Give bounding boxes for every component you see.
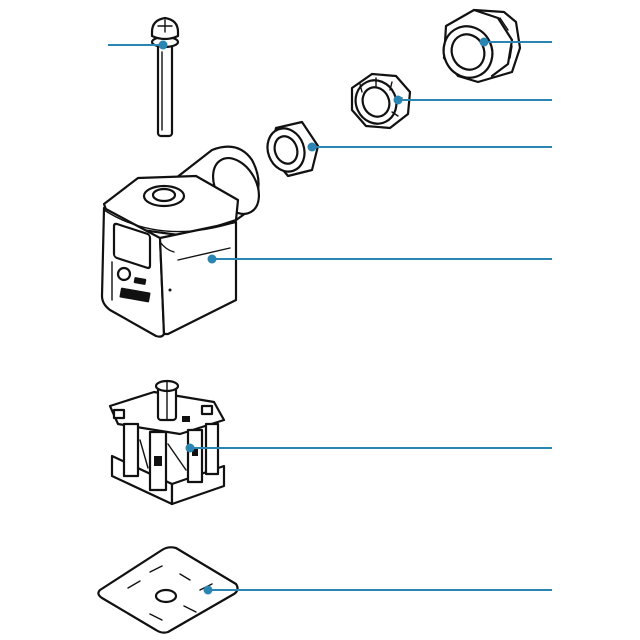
clamping-ring-callout-dot	[393, 95, 403, 105]
flat-gasket-part	[97, 546, 239, 634]
contact-carrier-part	[108, 379, 226, 506]
clamping-ring-part	[350, 72, 412, 130]
connector-housing-callout-dot	[207, 254, 217, 264]
cable-gland-nut-callout-dot	[479, 37, 489, 47]
contact-carrier-callout-dot	[185, 443, 195, 453]
cable-gland-nut-part	[442, 8, 522, 84]
fixing-screw-callout-dot	[158, 40, 168, 50]
fixing-screw-part	[150, 16, 180, 138]
cable-seal-callout-dot	[307, 142, 317, 152]
connector-housing-part	[100, 145, 261, 338]
cable-seal-part	[266, 120, 320, 178]
callout-leaders	[108, 37, 552, 595]
flat-gasket-callout-dot	[203, 585, 213, 595]
